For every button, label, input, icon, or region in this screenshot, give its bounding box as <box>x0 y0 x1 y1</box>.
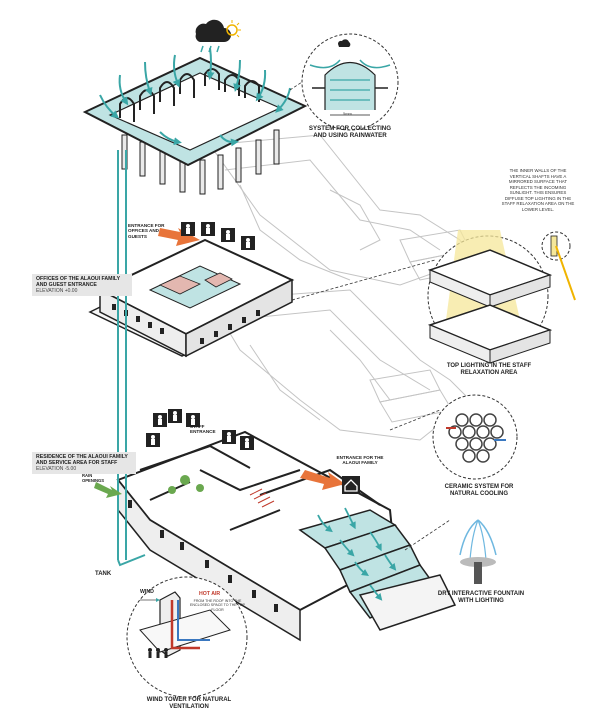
offices-level-title: OFFICES OF THE ALAOUI FAMILY AND GUEST E… <box>36 276 120 289</box>
green-arrows <box>94 482 122 498</box>
residence-level-title: RESIDENCE OF THE ALAOUI FAMILY AND SERVI… <box>36 454 128 467</box>
residence-level-tag: RESIDENCE OF THE ALAOUI FAMILY AND SERVI… <box>32 452 136 475</box>
offices-level-elevation: ELEVATION +0.00 <box>36 288 78 295</box>
fountain-detail <box>459 519 497 584</box>
residence-level-elevation: ELEVATION -5.00 <box>36 466 77 473</box>
mirror-note: THE INNER WALLS OF THE VERTICAL SHAFTS H… <box>501 168 575 212</box>
rainwater-label: SYSTEM FOR COLLECTING AND USING RAINWATE… <box>308 125 392 140</box>
rainwater-roof <box>82 47 308 195</box>
entrance-offices-label: ENTRANCE FOR OFFICES AND GUESTS <box>128 223 165 239</box>
water-cascade <box>298 509 457 631</box>
rainwater-detail <box>301 33 399 131</box>
fountain-label: DRY INTERACTIVE FOUNTAIN WITH LIGHTING <box>437 591 525 604</box>
wind-tower-label: WIND TOWER FOR NATURAL VENTILATION <box>146 697 232 710</box>
staff-entrance-label: STAFF ENTRANCE <box>190 424 216 435</box>
people-icons <box>146 222 255 450</box>
wind-tower-detail <box>126 576 248 698</box>
top-lighting-detail <box>427 230 576 364</box>
water-detail-label: 5mm <box>343 111 352 116</box>
family-entrance-label: ENTRANCE FOR THE ALAOUI FAMILY <box>336 455 384 466</box>
hot-air-note: FROM THE ROOF INTO THE ENCLOSED SPACE TO… <box>190 599 245 612</box>
tank-label: TANK <box>95 571 112 577</box>
ceramic-detail <box>432 394 518 480</box>
offices-level <box>88 238 295 358</box>
cloud-rain-icon <box>195 19 231 53</box>
house-icon <box>342 476 360 494</box>
top-lighting-label: TOP LIGHTING IN THE STAFF RELAXATION ARE… <box>446 363 532 376</box>
entrance-arrows <box>158 228 345 490</box>
sun-icon <box>226 20 241 38</box>
rain-openings-label: RAIN OPENINGS <box>82 473 105 483</box>
wind-label: WIND <box>140 589 154 595</box>
hot-air-label: HOT AIR <box>199 591 221 597</box>
offices-level-tag: OFFICES OF THE ALAOUI FAMILY AND GUEST E… <box>32 274 132 297</box>
ceramic-label: CERAMIC SYSTEM FOR NATURAL COOLING <box>444 484 514 497</box>
